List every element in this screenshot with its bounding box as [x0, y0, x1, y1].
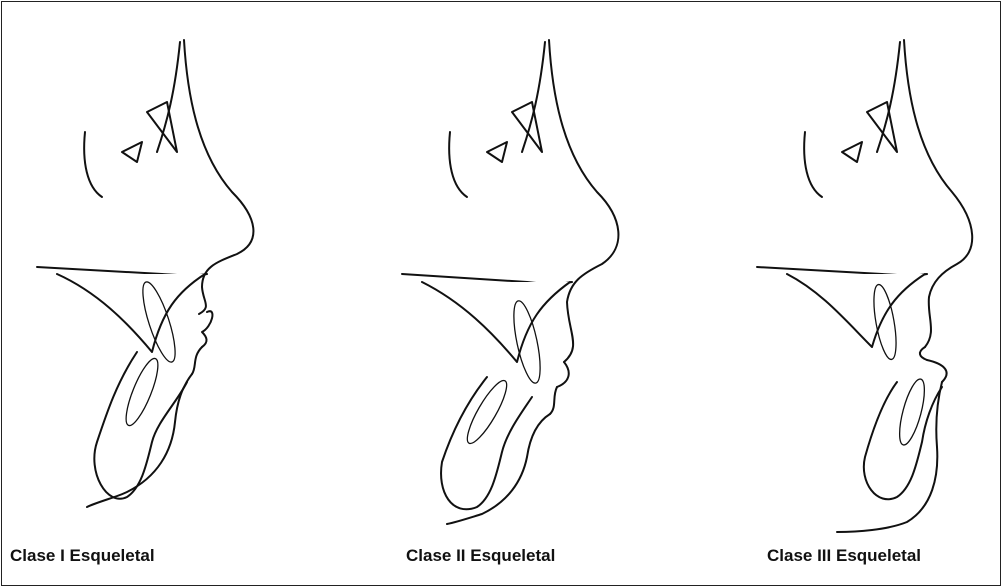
orbit-line: [449, 132, 467, 197]
lower-lip: [192, 347, 202, 374]
orbital-notch: [487, 142, 507, 162]
upper-lip: [920, 347, 927, 360]
forehead-line: [157, 42, 180, 152]
caption-class-i: Clase I Esqueletal: [10, 546, 155, 566]
profile-class-ii: [392, 2, 672, 532]
caption-class-iii: Clase III Esqueletal: [767, 546, 921, 566]
nose-profile: [549, 40, 618, 362]
forehead-line: [522, 42, 545, 152]
lower-lip: [550, 387, 557, 414]
orbital-triangle: [512, 102, 542, 152]
orbital-notch: [842, 142, 862, 162]
orbital-triangle: [867, 102, 897, 152]
orbit-line: [804, 132, 822, 197]
profile-class-i: [27, 2, 307, 532]
lower-lip: [927, 360, 947, 382]
nose-profile: [904, 40, 972, 347]
profile-class-iii: [747, 2, 1002, 532]
caption-class-ii: Clase II Esqueletal: [406, 546, 555, 566]
mandible-outline: [864, 382, 942, 499]
upper-lip: [557, 362, 569, 387]
maxilla-outline: [422, 282, 570, 362]
forehead-line: [877, 42, 900, 152]
nose-profile: [184, 40, 253, 314]
upper-lip: [202, 311, 212, 347]
orbital-triangle: [147, 102, 177, 152]
orbital-notch: [122, 142, 142, 162]
orbit-line: [84, 132, 102, 197]
maxilla-outline: [787, 274, 925, 347]
maxilla-outline: [57, 274, 205, 352]
